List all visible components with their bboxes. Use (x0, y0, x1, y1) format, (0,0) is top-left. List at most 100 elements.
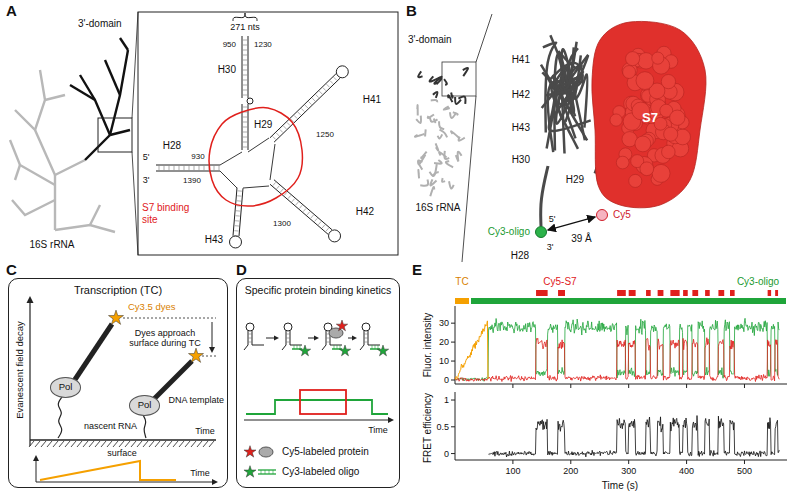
axis-title: Fluor. intensity (422, 313, 434, 377)
rna-strand (322, 345, 326, 350)
rrna-3d-overview (444, 151, 449, 159)
tick-mark (451, 342, 455, 343)
base-pair (204, 166, 205, 170)
dye-label: Cy3-oligo (488, 226, 530, 238)
binding-event-bar (718, 290, 724, 296)
zoom-box (98, 118, 132, 152)
rrna-3d-overview (430, 164, 437, 176)
base-pair (337, 345, 338, 349)
rna-hairpin (360, 323, 389, 356)
tick-mark (451, 361, 455, 362)
binding-event-bar (768, 290, 771, 296)
hairpin-loop (336, 66, 348, 78)
helix-label: H42 (356, 206, 374, 218)
surface-hatch (191, 441, 196, 447)
panel-e-art (451, 290, 787, 464)
base-pair (273, 470, 274, 474)
base-pair (288, 195, 291, 198)
domain-overview (105, 60, 120, 95)
base-pair (334, 345, 335, 349)
omission-brace (245, 13, 257, 21)
strand-end-label: 5' (549, 214, 556, 224)
nucleotide-number: 1250 (316, 130, 334, 139)
rrna-overview (45, 95, 65, 100)
rrna-overview (15, 110, 55, 175)
binding-event-bar (617, 290, 626, 296)
polymerase-ellipse: Pol (129, 395, 161, 416)
zoom-frame (138, 12, 398, 255)
tick-mark (744, 460, 745, 464)
tick-label: 100 (505, 466, 520, 476)
base-pair (283, 126, 286, 129)
rna-strand (244, 345, 248, 350)
tick-mark (451, 400, 455, 401)
surface-hatch (197, 441, 202, 447)
base-pair (236, 215, 240, 216)
rrna-3d-overview (440, 130, 448, 138)
base-pair (305, 105, 308, 108)
arrow-head (314, 336, 319, 341)
base-pair (219, 166, 220, 170)
helix-label: H28 (163, 140, 181, 152)
base-pair (234, 230, 238, 231)
base-pair (364, 338, 368, 339)
base-pair (296, 202, 299, 205)
base-pair (287, 122, 290, 125)
base-pair (214, 166, 215, 170)
rrna-3d-overview (434, 160, 442, 164)
axis-line (29, 302, 30, 446)
base-pair (169, 166, 170, 170)
base-pair (248, 342, 252, 343)
nucleotide-number: 930 (191, 152, 204, 161)
surface-hatch (167, 441, 172, 447)
rrna-3d-overview (428, 114, 434, 118)
surface-hatch (143, 441, 148, 447)
cy5-trace (455, 338, 779, 382)
arrow-head (388, 417, 394, 423)
rrna-3d-overview (456, 155, 459, 161)
rrna-3d-overview (439, 121, 444, 129)
rna-helix-tube (543, 42, 556, 132)
rrna-3d-overview (418, 71, 422, 77)
base-pair (243, 50, 247, 51)
base-pair (297, 345, 298, 349)
tick-label: 1 (444, 395, 449, 405)
zoom-box (442, 62, 476, 96)
dna-template (74, 324, 112, 381)
single-strand (270, 144, 275, 180)
rrna-3d-overview (417, 170, 420, 179)
base-pair (243, 95, 247, 96)
dye-star (244, 466, 256, 477)
rrna-3d-overview (421, 152, 426, 158)
surface-hatch (113, 441, 118, 447)
domain-overview (110, 130, 130, 135)
axis-title: Time (s) (602, 480, 638, 492)
base-pair (179, 166, 180, 170)
annotation: nascent RNA (84, 421, 137, 431)
bar-label: Cy5-S7 (543, 276, 576, 288)
rrna-3d-overview (455, 97, 461, 104)
annotation: Dyes approach surface during TC (126, 328, 204, 349)
base-pair (276, 133, 279, 136)
rrna-overview (35, 70, 45, 130)
surface-hatch (179, 441, 184, 447)
base-pair (316, 95, 319, 98)
panel-b-art (415, 14, 706, 262)
helix-strand (274, 180, 332, 230)
helix-strand (242, 36, 243, 98)
hairpin-loop (329, 230, 341, 242)
base-pair (364, 342, 368, 343)
protein-atom (636, 72, 654, 90)
strand-end-label: 5' (143, 152, 150, 162)
rna-hairpin (244, 323, 264, 350)
arrow-head (352, 336, 357, 341)
protein-atom (640, 162, 654, 176)
binding-site-label: S7 binding site (142, 202, 204, 225)
arrow-head (33, 455, 39, 461)
rrna-3d-overview (442, 178, 445, 182)
rrna-overview (12, 200, 55, 215)
base-pair (298, 112, 301, 115)
omission-brace (233, 13, 245, 21)
tc-trace (40, 461, 176, 480)
